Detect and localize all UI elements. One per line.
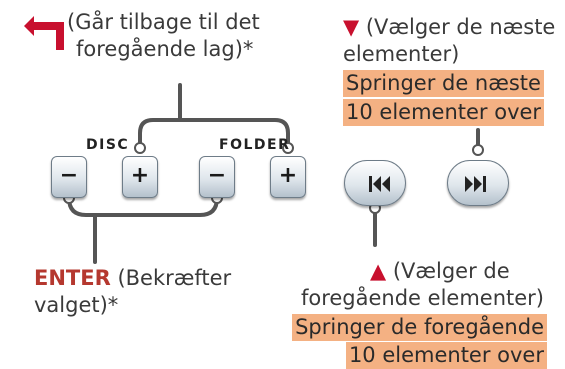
return-arrow-icon bbox=[24, 16, 64, 50]
disc-plus-button[interactable]: + bbox=[122, 156, 158, 198]
next-skip-highlight-text2: 10 elementer over bbox=[343, 99, 545, 126]
connector-dot bbox=[134, 142, 146, 154]
enter-description-text: (Bekræfter bbox=[110, 266, 232, 290]
prev-skip-highlight-line2: 10 elementer over bbox=[247, 342, 547, 369]
enter-label: ENTER bbox=[34, 266, 111, 290]
minus-icon: − bbox=[59, 163, 79, 188]
prev-skip-highlight-line1: Springer de foregående bbox=[247, 314, 547, 341]
prev-description-line2: foregående elementer) bbox=[300, 286, 544, 310]
next-skip-highlight-line1: Springer de næste bbox=[343, 70, 544, 97]
plus-icon: + bbox=[278, 163, 298, 188]
enter-description-line1: ENTER (Bekræfter bbox=[34, 265, 231, 292]
down-triangle-icon: ▼ bbox=[343, 15, 360, 39]
disc-minus-button[interactable]: − bbox=[51, 156, 87, 198]
minus-icon: − bbox=[207, 163, 227, 188]
up-triangle-icon: ▲ bbox=[370, 259, 387, 283]
next-description-line1: ▼ (Vælger de næste bbox=[343, 14, 555, 41]
enter-description-line2: valget)* bbox=[34, 293, 119, 317]
next-skip-highlight-line2: 10 elementer over bbox=[343, 99, 545, 126]
disc-label: DISC bbox=[86, 137, 130, 153]
prev-description-line1: ▲ (Vælger de bbox=[370, 258, 510, 285]
connector-dot bbox=[282, 142, 294, 154]
folder-minus-button[interactable]: − bbox=[199, 156, 235, 198]
next-track-button[interactable] bbox=[447, 160, 509, 206]
folder-label: FOLDER bbox=[219, 137, 291, 153]
prev-description-text: (Vælger de bbox=[386, 259, 510, 283]
previous-track-icon bbox=[369, 176, 390, 192]
next-skip-highlight-text1: Springer de næste bbox=[343, 70, 544, 97]
prev-skip-highlight-text1: Springer de foregående bbox=[292, 314, 547, 341]
previous-track-button[interactable] bbox=[344, 160, 406, 206]
connector-dot bbox=[472, 144, 484, 156]
folder-plus-button[interactable]: + bbox=[270, 156, 306, 198]
connector-back-bracket bbox=[138, 118, 290, 150]
next-track-icon bbox=[465, 176, 486, 192]
back-description-line1: (Går tilbage til det bbox=[67, 10, 260, 34]
connector-enter-bracket bbox=[67, 196, 219, 217]
back-description-line2: foregående lag)* bbox=[76, 37, 254, 61]
next-description-text: (Vælger de næste bbox=[359, 15, 556, 39]
plus-icon: + bbox=[130, 163, 150, 188]
next-description-line2: elementer) bbox=[343, 42, 460, 66]
prev-skip-highlight-text2: 10 elementer over bbox=[345, 342, 547, 369]
